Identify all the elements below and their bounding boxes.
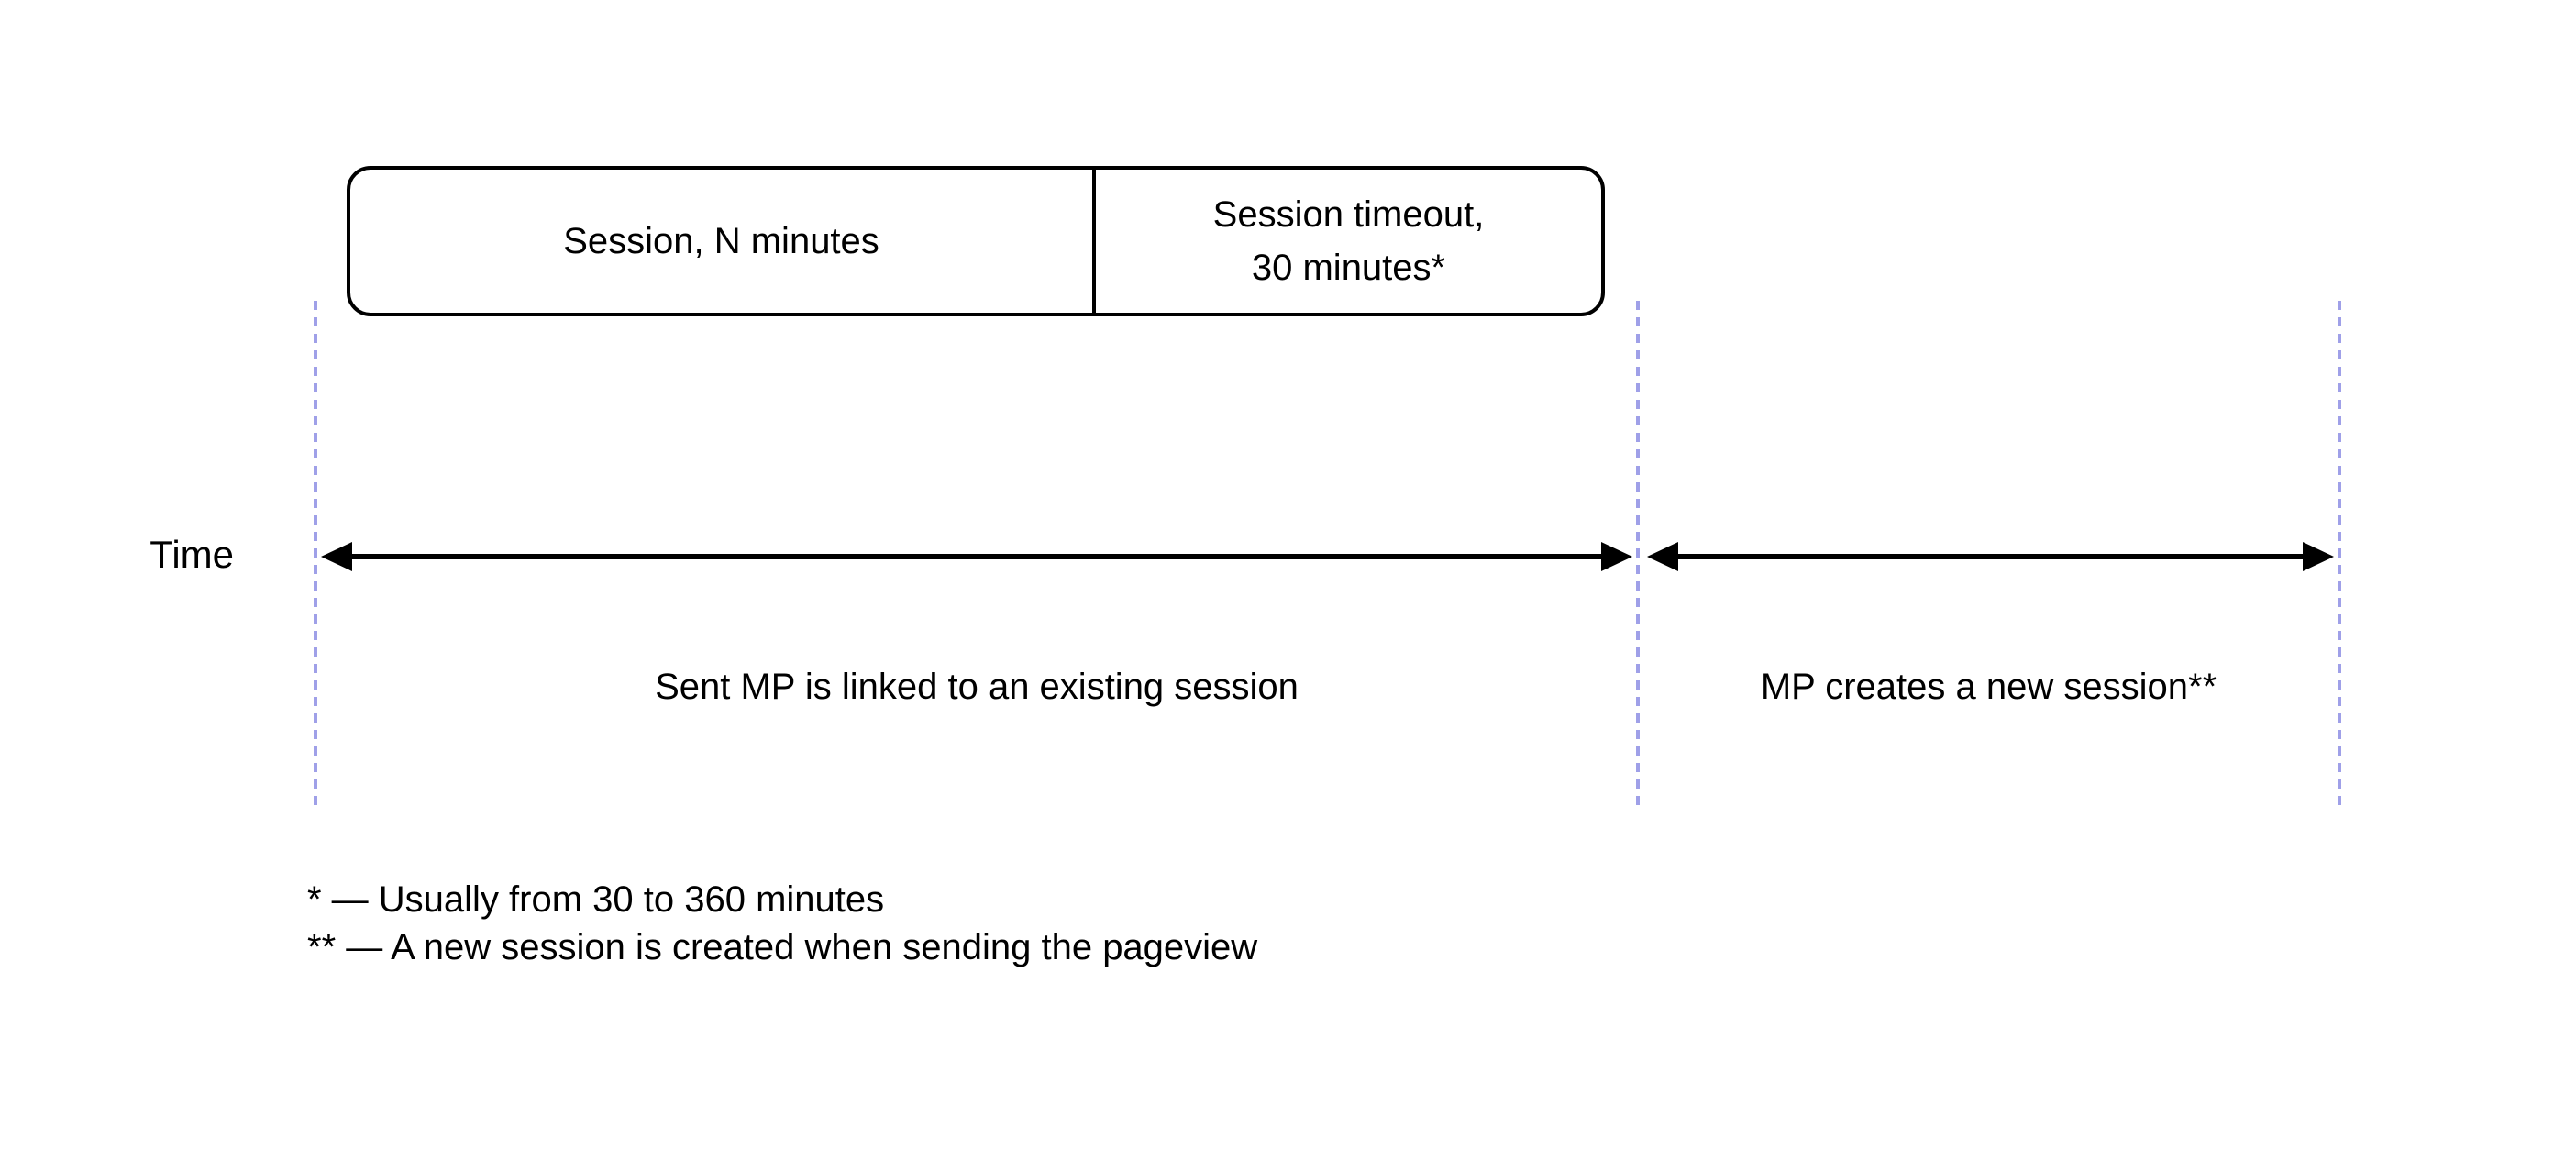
- footnote-timeout-range: * — Usually from 30 to 360 minutes: [307, 879, 885, 920]
- dashed-guide-session-end: [1636, 301, 1640, 812]
- session-timeout-label: Session timeout, 30 minutes*: [1212, 194, 1485, 288]
- dashed-guide-right: [2338, 301, 2341, 812]
- session-timeout-segment: Session timeout, 30 minutes*: [1092, 170, 1601, 313]
- arrowhead-right-icon: [1601, 542, 1632, 571]
- existing-session-caption: Sent MP is linked to an existing session: [655, 667, 1299, 707]
- time-axis-label: Time: [149, 533, 234, 576]
- footnote-new-session: ** — A new session is created when sendi…: [307, 927, 1258, 967]
- arrowhead-right-icon: [2303, 542, 2334, 571]
- existing-session-span-arrow: [321, 542, 1632, 571]
- footnotes: * — Usually from 30 to 360 minutes ** — …: [307, 876, 1257, 971]
- session-box: Session, N minutes Session timeout, 30 m…: [347, 166, 1605, 316]
- dashed-guide-session-start: [314, 301, 317, 812]
- arrow-shaft: [345, 554, 1609, 559]
- session-segment: Session, N minutes: [350, 170, 1092, 313]
- arrow-shaft: [1671, 554, 2310, 559]
- session-segment-label: Session, N minutes: [563, 221, 879, 261]
- new-session-span-arrow: [1647, 542, 2334, 571]
- new-session-caption: MP creates a new session**: [1760, 667, 2217, 707]
